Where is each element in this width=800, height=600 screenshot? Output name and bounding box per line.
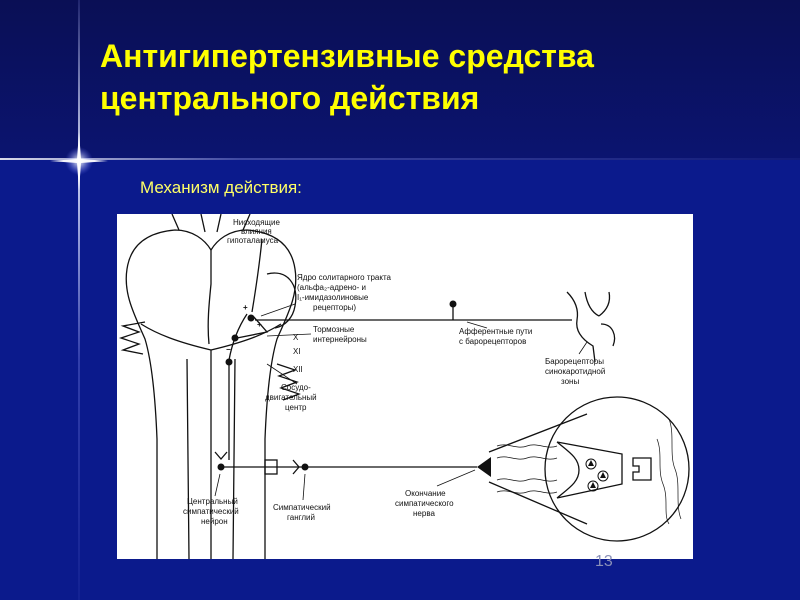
label-nerve-xii: XII	[293, 365, 303, 374]
header-divider-line	[0, 158, 800, 160]
slide-subtitle: Механизм действия:	[140, 178, 302, 197]
medulla-inner-lines	[186, 350, 236, 559]
label-minus: −	[226, 345, 231, 354]
neuron-bodies	[217, 300, 457, 471]
cerebellar-lobe	[266, 272, 297, 329]
magnified-synapse-circle	[544, 396, 690, 542]
sparkle-star-icon	[50, 132, 108, 190]
label-ganglion-2: ганглий	[287, 513, 315, 522]
label-central-1: Центральный	[187, 497, 238, 506]
receptor-notch	[632, 457, 652, 481]
page-number: 13	[595, 553, 613, 570]
tissue-texture	[496, 418, 682, 525]
title-line-2: центрального действия	[100, 80, 480, 116]
label-descending-2: влияния	[241, 227, 272, 236]
label-central-2: симпатический	[183, 507, 239, 516]
label-nerve-xi: XI	[293, 347, 301, 356]
label-descending-3: гипоталамуса	[227, 236, 279, 245]
label-ending-1: Окончание	[405, 489, 446, 498]
label-descending-1: Нисходящие	[233, 218, 280, 227]
descending-pathway	[251, 238, 263, 313]
label-ending-3: нерва	[413, 509, 435, 518]
ventral-root	[264, 459, 278, 475]
label-ending-2: симпатического	[395, 499, 454, 508]
interneuron-link	[236, 315, 269, 339]
ganglion-synapse	[292, 459, 300, 475]
label-plus-1: +	[243, 303, 248, 312]
label-baro-3: зоны	[561, 377, 579, 386]
label-central-3: нейрон	[201, 517, 228, 526]
label-solitary-1: Ядро солитарного тракта	[297, 273, 392, 282]
label-plus-2: +	[257, 320, 262, 329]
right-nerve-roots	[276, 363, 301, 401]
label-vasomotor-2: двигательный	[265, 393, 317, 402]
vesicles	[585, 458, 609, 492]
cerebral-peduncles	[171, 214, 251, 233]
label-solitary-2: (альфа₂-адрено- и	[297, 283, 366, 292]
mechanism-diagram: + + − Нисходящие влияния гипоталамуса Яд…	[117, 214, 693, 559]
label-solitary-3: I₁-имидазолиновые	[297, 293, 369, 302]
label-afferent-2: с барорецепторов	[459, 337, 526, 346]
left-nerve-roots	[118, 321, 146, 355]
label-ganglion-1: Симпатический	[273, 503, 331, 512]
label-vasomotor-1: Сосудо-	[281, 383, 311, 392]
central-neuron-synapse	[214, 451, 228, 460]
label-afferent-1: Афферентные пути	[459, 327, 532, 336]
label-vasomotor-3: центр	[285, 403, 307, 412]
label-baro-1: Барорецепторы	[545, 357, 604, 366]
label-inhibitory-1: Тормозные	[313, 325, 355, 334]
leader-arrows	[214, 303, 588, 501]
synaptic-terminal	[556, 441, 623, 499]
title-line-1: Антигипертензивные средства	[100, 38, 594, 74]
header-band	[0, 0, 800, 160]
diagram-canvas: + + − Нисходящие влияния гипоталамуса Яд…	[118, 214, 690, 559]
slide-title: Антигипертензивные средства центрального…	[100, 35, 760, 119]
brainstem-midline	[207, 250, 212, 345]
label-inhibitory-2: интернейроны	[313, 335, 367, 344]
magnification-lines	[488, 413, 588, 525]
carotid-sinus	[566, 291, 616, 363]
vertical-accent-line	[78, 0, 80, 600]
label-nerve-x: X	[293, 333, 299, 342]
label-baro-2: синокаротидной	[545, 367, 605, 376]
nerve-ending-triangle	[477, 457, 491, 477]
label-solitary-4: рецепторы)	[313, 303, 356, 312]
